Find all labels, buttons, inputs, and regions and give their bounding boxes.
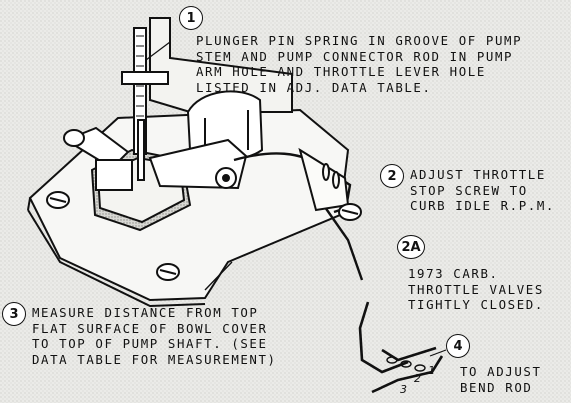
callout-3-line-1: MEASURE DISTANCE FROM TOP bbox=[32, 305, 259, 320]
callout-2a-line-2: THROTTLE VALVES bbox=[408, 281, 544, 297]
accelerator-rod-detail bbox=[358, 301, 444, 394]
callout-3-line-3: TO TOP OF PUMP SHAFT. (SEE bbox=[32, 336, 268, 351]
callout-4-badge: 4 bbox=[446, 334, 470, 358]
callout-2-badge: 2 bbox=[380, 164, 404, 188]
callout-1-line-4: LISTED IN ADJ. DATA TABLE. bbox=[196, 79, 432, 95]
callout-1-line-1: PLUNGER PIN SPRING IN GROOVE OF PUMP bbox=[196, 33, 523, 48]
callout-1-line-3: ARM HOLE AND THROTTLE LEVER HOLE bbox=[196, 64, 486, 79]
callout-2-line-2: STOP SCREW TO bbox=[410, 182, 528, 198]
callout-2-text: ADJUST THROTTLE STOP SCREW TO CURB IDLE … bbox=[410, 167, 555, 214]
callout-2-line-3: CURB IDLE R.P.M. bbox=[410, 198, 555, 213]
measurement-leader bbox=[204, 261, 233, 291]
fuel-inlet-tube bbox=[63, 126, 130, 170]
callout-2a-line-1: 1973 CARB. bbox=[408, 266, 499, 281]
callout-1-badge: 1 bbox=[179, 6, 203, 30]
callout-1-leader bbox=[145, 41, 171, 61]
callout-2a-badge: 2A bbox=[397, 235, 425, 259]
callout-1-text: PLUNGER PIN SPRING IN GROOVE OF PUMP STE… bbox=[196, 33, 522, 95]
pump-block bbox=[95, 159, 133, 191]
callout-1-line-2: STEM AND PUMP CONNECTOR ROD IN PUMP bbox=[196, 48, 514, 64]
callout-2a-line-3: TIGHTLY CLOSED. bbox=[408, 297, 544, 312]
rod-hole-label-1: 1 bbox=[428, 364, 435, 377]
callout-4-text: TO ADJUST BEND ROD bbox=[460, 364, 542, 395]
pump-arm bbox=[148, 138, 248, 190]
carburetor-body bbox=[149, 17, 293, 161]
callout-2-line-1: ADJUST THROTTLE bbox=[410, 167, 546, 182]
callout-4-line-1: TO ADJUST bbox=[460, 364, 542, 379]
callout-3-text: MEASURE DISTANCE FROM TOP FLAT SURFACE O… bbox=[32, 305, 277, 367]
cover-screws bbox=[46, 191, 362, 281]
pump-plunger-stem bbox=[121, 27, 169, 181]
callout-3-line-2: FLAT SURFACE OF BOWL COVER bbox=[32, 320, 268, 336]
callout-4-line-2: BEND ROD bbox=[460, 379, 533, 395]
callout-4-leader bbox=[429, 349, 447, 357]
callout-3-badge: 3 bbox=[2, 302, 26, 326]
callout-3-line-4: DATA TABLE FOR MEASUREMENT) bbox=[32, 351, 277, 367]
rod-hole-label-3: 3 bbox=[400, 383, 407, 396]
callout-2a-text: 1973 CARB. THROTTLE VALVES TIGHTLY CLOSE… bbox=[408, 266, 544, 313]
rod-hole-label-2: 2 bbox=[414, 372, 421, 385]
